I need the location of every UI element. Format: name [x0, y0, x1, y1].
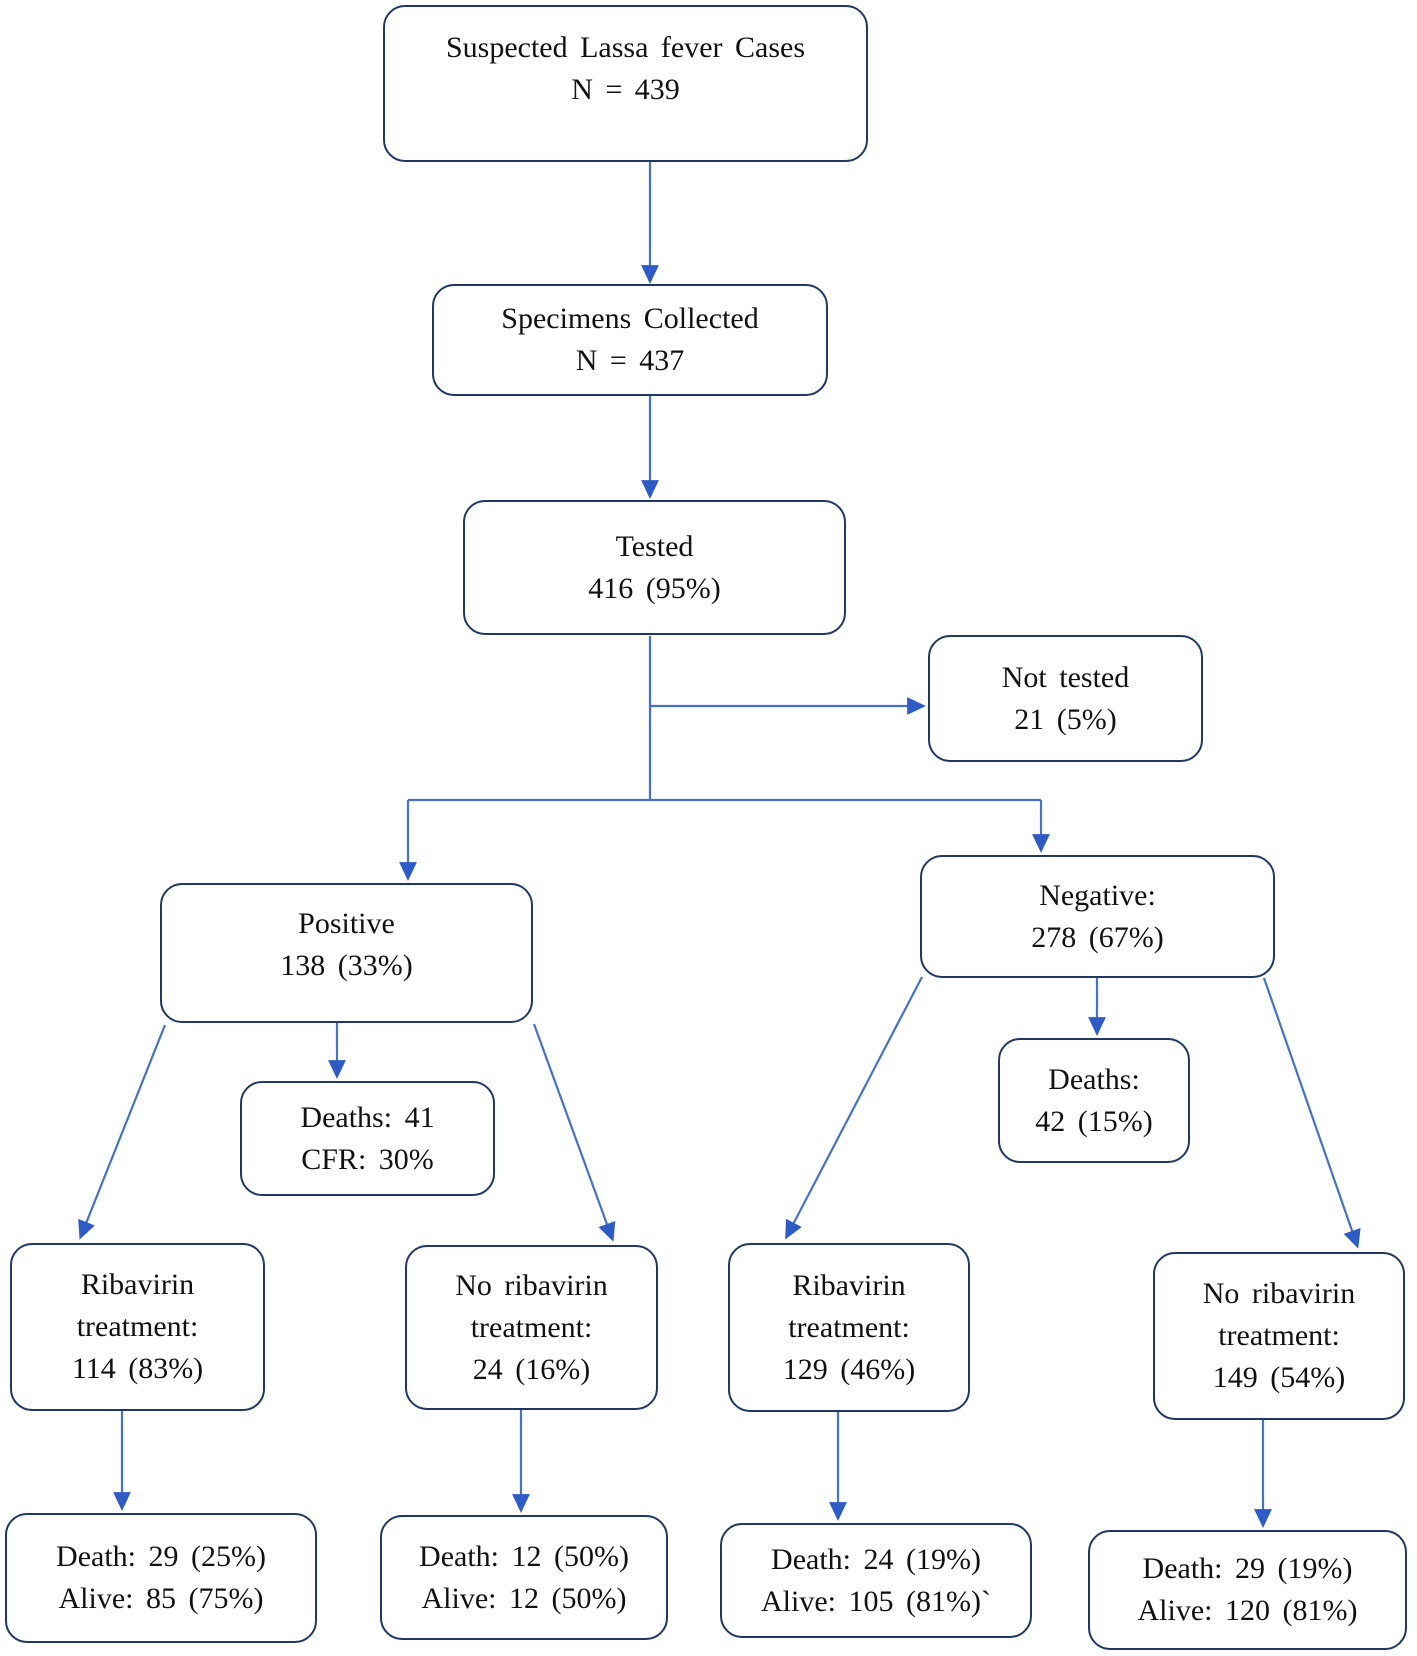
node-no-ribavirin-treatment-positive: No ribavirin treatment: 24 (16%) [405, 1245, 658, 1410]
node-text: Ribavirin [80, 1268, 195, 1301]
node-text: Death: 12 (50%) [419, 1539, 629, 1573]
node-text: Deaths: [1048, 1062, 1140, 1096]
node-not-tested: Not tested 21 (5%) [928, 635, 1203, 762]
node-text: treatment: [470, 1310, 593, 1344]
node-text: Alive: 120 (81%) [1137, 1594, 1358, 1627]
node-text: No ribavirin [1202, 1277, 1356, 1310]
node-text: 114 (83%) [71, 1352, 204, 1385]
node-text: Alive: 12 (50%) [421, 1581, 627, 1615]
node-suspected-cases: Suspected Lassa fever Cases N = 439 [383, 5, 868, 162]
node-text: 24 (16%) [472, 1352, 591, 1386]
node-text: treatment: [788, 1310, 910, 1344]
node-outcome-ribavirin-negative: Death: 24 (19%) Alive: 105 (81%)` [720, 1523, 1032, 1638]
node-positive-deaths-cfr: Deaths: 41 CFR: 30% [240, 1081, 495, 1196]
node-text: Specimens Collected [501, 302, 759, 335]
node-text: N = 437 [575, 344, 685, 377]
node-text: Death: 24 (19%) [771, 1542, 981, 1576]
connector-negative-no-ribavirin [1262, 977, 1361, 1249]
node-text: treatment: [76, 1310, 199, 1343]
node-specimens-collected: Specimens Collected N = 437 [432, 284, 828, 396]
node-outcome-no-ribavirin-positive: Death: 12 (50%) Alive: 12 (50%) [380, 1515, 668, 1640]
node-text: No ribavirin [455, 1268, 608, 1302]
node-text: 138 (33%) [280, 949, 413, 982]
node-text: Deaths: 41 [300, 1100, 435, 1134]
node-tested: Tested 416 (95%) [463, 500, 846, 635]
node-text: 21 (5%) [1014, 702, 1117, 736]
node-text: Alive: 85 (75%) [58, 1582, 264, 1615]
node-text: Positive [298, 907, 395, 940]
node-text: Alive: 105 (81%)` [761, 1584, 991, 1618]
node-text: treatment: [1218, 1319, 1340, 1352]
connector-positive-ribavirin [78, 1024, 167, 1240]
node-negative: Negative: 278 (67%) [920, 855, 1275, 978]
node-text: 416 (95%) [588, 571, 721, 605]
connector-negative-ribavirin [785, 976, 923, 1240]
node-text: Suspected Lassa fever Cases [445, 30, 806, 64]
node-text: Not tested [1001, 660, 1130, 694]
node-ribavirin-treatment-positive: Ribavirin treatment: 114 (83%) [10, 1243, 265, 1411]
node-outcome-ribavirin-positive: Death: 29 (25%) Alive: 85 (75%) [5, 1513, 317, 1643]
node-text: 149 (54%) [1212, 1361, 1346, 1394]
node-outcome-no-ribavirin-negative: Death: 29 (19%) Alive: 120 (81%) [1088, 1530, 1407, 1650]
node-text: Tested [615, 529, 694, 563]
node-text: Negative: [1039, 878, 1156, 912]
node-text: Death: 29 (25%) [56, 1540, 266, 1573]
node-text: Death: 29 (19%) [1142, 1552, 1353, 1585]
node-text: 42 (15%) [1035, 1104, 1153, 1138]
node-text: Ribavirin [792, 1268, 906, 1302]
node-text: 278 (67%) [1031, 920, 1164, 954]
node-no-ribavirin-treatment-negative: No ribavirin treatment: 149 (54%) [1153, 1252, 1405, 1420]
node-ribavirin-treatment-negative: Ribavirin treatment: 129 (46%) [728, 1243, 970, 1412]
connector-positive-no-ribavirin [532, 1023, 616, 1242]
node-text: CFR: 30% [301, 1142, 434, 1176]
node-text: 129 (46%) [782, 1352, 916, 1386]
node-text: N = 439 [571, 72, 680, 106]
node-negative-deaths: Deaths: 42 (15%) [998, 1038, 1190, 1163]
node-positive: Positive 138 (33%) [160, 883, 533, 1023]
